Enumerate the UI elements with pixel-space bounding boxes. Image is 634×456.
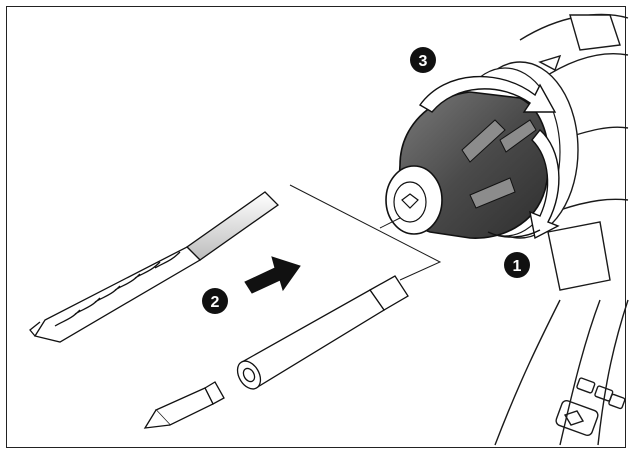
chuck-icon <box>385 91 550 239</box>
drill-body <box>494 13 629 446</box>
drill-bit-icon <box>29 191 280 343</box>
insert-arrow-icon <box>244 256 301 294</box>
callout-step-2-label: 2 <box>211 294 220 311</box>
screwdriver-bit-icon <box>143 381 225 429</box>
callout-step-2: 2 <box>202 288 228 314</box>
callout-step-1: 1 <box>504 252 530 278</box>
insertion-guide-lines <box>289 184 442 281</box>
figure-frame <box>6 6 626 448</box>
callout-step-1-label: 1 <box>513 258 522 275</box>
callout-step-3-label: 3 <box>419 53 428 70</box>
callout-step-3: 3 <box>410 47 436 73</box>
rotation-arrow-icon <box>418 75 560 240</box>
screwdriver-bit-holder-icon <box>236 275 409 390</box>
